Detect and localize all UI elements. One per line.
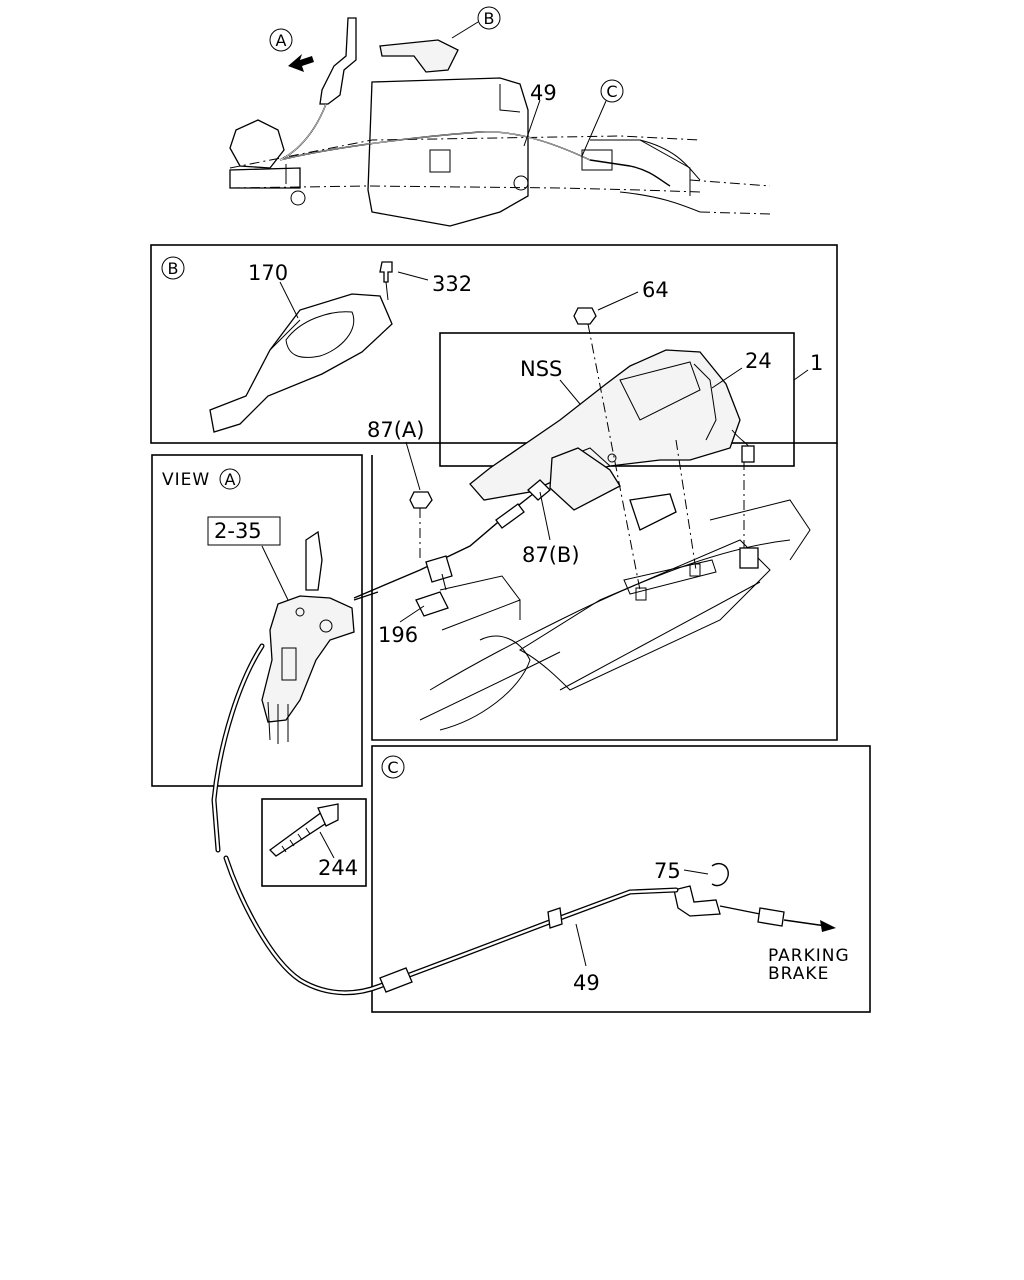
- callout-c-top: C: [600, 79, 624, 103]
- console-cover-part: [209, 293, 393, 433]
- overview-cable-label: 49: [530, 81, 557, 105]
- label-49: 49: [573, 971, 600, 995]
- svg-text:B: B: [484, 9, 495, 28]
- label-64: 64: [642, 278, 669, 302]
- panel-tie: 244: [261, 798, 367, 887]
- cable-tie-part: [269, 803, 339, 857]
- clamp-196-part: [415, 555, 453, 617]
- panel-b-frame: [150, 244, 838, 444]
- label-nss: NSS: [520, 357, 562, 381]
- nut-87a-part: [409, 491, 433, 509]
- panel-view-a-frame: [151, 454, 363, 787]
- label-87b: 87(B): [522, 543, 580, 567]
- panel-c-tag: C: [381, 755, 405, 779]
- label-170: 170: [248, 261, 288, 285]
- label-2-35: 2-35: [214, 519, 262, 543]
- label-87a: 87(A): [367, 418, 424, 442]
- svg-text:A: A: [225, 470, 236, 489]
- floor-assembly-view: 87(A) 196 87(B): [353, 418, 838, 741]
- label-196: 196: [378, 623, 418, 647]
- callout-a-top: A: [269, 28, 293, 52]
- clip-332-part: [379, 261, 393, 301]
- console-assembly-frame: [439, 332, 795, 467]
- destination-line-2: BRAKE: [768, 964, 829, 984]
- label-75: 75: [654, 859, 681, 883]
- svg-text:B: B: [168, 259, 179, 278]
- callout-b-top: B: [477, 6, 501, 30]
- view-arrow-icon: [288, 54, 314, 72]
- svg-text:C: C: [387, 758, 398, 777]
- label-24: 24: [745, 349, 772, 373]
- parking-brake-cable: [211, 591, 679, 996]
- view-a-tag: A: [219, 468, 241, 490]
- retainer-75-part: [711, 862, 729, 887]
- overview-illustration: A B C: [229, 6, 771, 227]
- label-244: 244: [318, 856, 358, 880]
- brake-lever-mechanism: [261, 530, 355, 744]
- nut-64-part: [573, 307, 597, 325]
- svg-text:C: C: [606, 82, 617, 101]
- ref-2-35-box: [207, 516, 281, 546]
- direction-arrow-icon: [820, 920, 836, 932]
- panel-c: C 75 PARKING BRAKE 49: [371, 745, 871, 1013]
- panel-b: B 170 332 64 1: [150, 244, 838, 501]
- view-a-title: VIEW: [162, 470, 210, 490]
- label-1: 1: [810, 351, 823, 375]
- panel-view-a: VIEW A 2-35: [151, 454, 363, 787]
- panel-b-tag: B: [161, 256, 185, 280]
- destination-line-1: PARKING: [768, 946, 850, 966]
- panel-c-frame: [371, 745, 871, 1013]
- label-332: 332: [432, 272, 472, 296]
- panel-tie-frame: [261, 798, 367, 887]
- svg-text:A: A: [276, 31, 287, 50]
